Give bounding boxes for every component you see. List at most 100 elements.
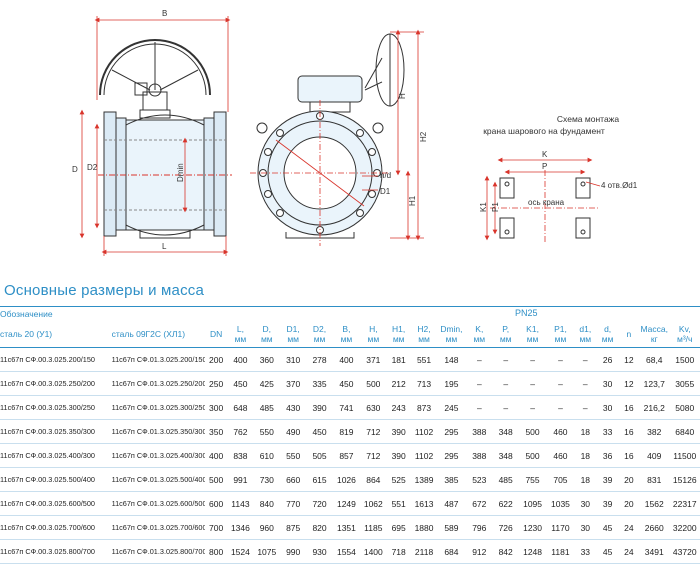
value-cell: 388 [465,419,493,444]
value-cell: 400 [227,347,254,372]
value-cell: – [465,347,493,372]
column-header-unit: м³/ч [677,334,693,344]
column-header-name: P, [502,324,510,334]
dim-holes: 4 отв.Ød1 [601,181,638,190]
column-header-name: D1, [286,324,300,334]
value-cell: 1143 [227,491,254,516]
value-cell: 181 [386,347,411,372]
value-cell: 523 [465,467,493,492]
value-cell: – [518,371,547,396]
column-header-name: L, [236,324,244,334]
value-cell: 370 [279,371,307,396]
value-cell: 371 [360,347,387,372]
value-cell: 12 [618,371,640,396]
value-cell: 195 [437,371,466,396]
designation-cell: 11с67п СФ.00.3.025.800/700 [0,539,112,564]
column-header: D1,мм [279,321,307,348]
value-cell: 873 [410,395,438,420]
column-header: H,мм [360,321,387,348]
column-header: H1,мм [386,321,411,348]
dim-D1: D1 [380,187,391,196]
value-cell: 388 [465,443,493,468]
value-cell: 550 [253,419,280,444]
column-header-name: DN [209,329,223,339]
value-cell: 831 [639,467,670,492]
column-header-name: d, [604,324,612,334]
column-header: D2,мм [306,321,333,348]
value-cell: 36 [596,443,619,468]
column-header-unit: мм [313,334,326,344]
value-cell: 1400 [360,539,387,564]
value-cell: 500 [204,467,228,492]
value-cell: 485 [493,467,519,492]
value-cell: 245 [437,395,466,420]
value-cell: 278 [306,347,333,372]
value-cell: 1500 [669,347,700,372]
dim-L: L [162,242,167,251]
value-cell: 857 [332,443,361,468]
column-header-name: Kv, [678,324,691,334]
value-cell: 45 [596,539,619,564]
value-cell: 22317 [669,491,700,516]
column-header-name: H2, [417,324,431,334]
value-cell: 390 [306,395,333,420]
value-cell: 1248 [518,539,547,564]
value-cell: 400 [332,347,361,372]
value-cell: 148 [437,347,466,372]
value-cell: 335 [306,371,333,396]
value-cell: 20 [618,491,640,516]
value-cell: 39 [596,467,619,492]
specs-table: Обозначение сталь 20 (У1) сталь 09Г2С (Х… [0,306,700,564]
value-cell: 610 [253,443,280,468]
value-cell: 18 [574,467,597,492]
value-cell: 295 [437,419,466,444]
column-header: d,мм [596,321,619,348]
value-cell: 490 [279,419,307,444]
value-cell: 33 [574,539,597,564]
value-cell: 622 [493,491,519,516]
designation-cell: 11с67п СФ.00.3.025.350/300 [0,419,112,444]
column-header-unit: мм [499,334,512,344]
value-cell: 838 [227,443,254,468]
dim-B: B [162,9,167,18]
value-cell: 16 [618,419,640,444]
value-cell: 450 [227,371,254,396]
value-cell: 840 [253,491,280,516]
column-header-unit: мм [340,334,353,344]
value-cell: – [518,347,547,372]
value-cell: 33 [596,419,619,444]
value-cell: 720 [306,491,333,516]
value-cell: 460 [546,419,575,444]
value-cell: 487 [437,491,466,516]
value-cell: 500 [360,371,387,396]
dim-H: H [398,93,407,99]
column-header: Dmin,мм [437,321,466,348]
dim-H2: H2 [419,131,428,142]
column-header-unit: мм [234,334,247,344]
value-cell: – [465,371,493,396]
column-header-name: D, [262,324,272,334]
designation-cell: 11с67п СФ.01.3.025.350/300 [111,419,205,444]
value-cell: – [493,395,519,420]
value-cell: 500 [518,419,547,444]
value-cell: – [574,395,597,420]
value-cell: 762 [227,419,254,444]
designation-cell: 11с67п СФ.00.3.025.200/150 [0,347,112,372]
value-cell: 3055 [669,371,700,396]
value-cell: 16 [618,443,640,468]
value-cell: 1613 [410,491,438,516]
valve-drawing: B D D2 Dmin L [72,9,638,256]
value-cell: 684 [437,539,466,564]
column-header-name: D2, [312,324,327,334]
value-cell: 842 [493,539,519,564]
dim-K: K [542,150,548,159]
value-cell: 525 [386,467,411,492]
column-header: n [618,321,640,348]
column-header: Kv,м³/ч [669,321,700,348]
value-cell: 400 [204,443,228,468]
value-cell: 600 [204,491,228,516]
column-header-unit: кг [650,334,658,344]
value-cell: 212 [386,371,411,396]
